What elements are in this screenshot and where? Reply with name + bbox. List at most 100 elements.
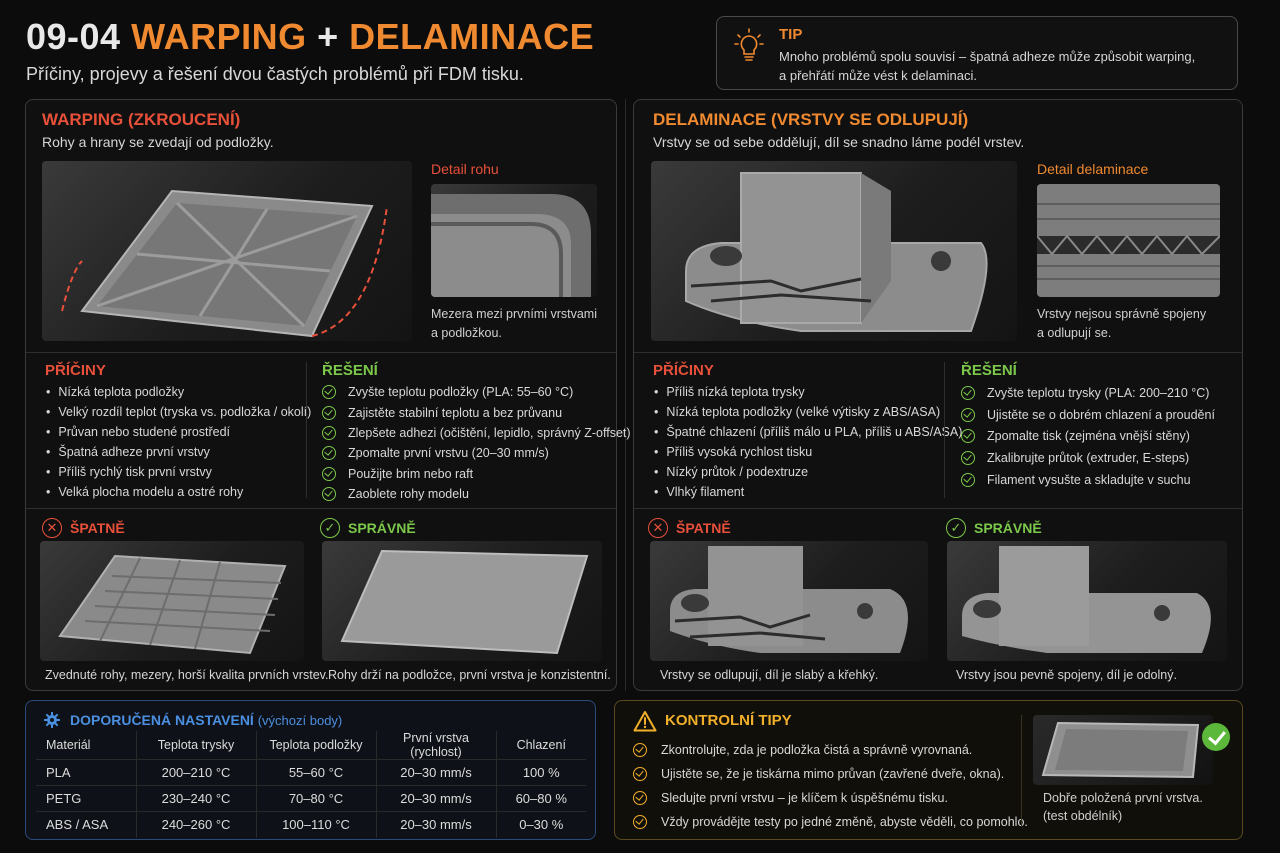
- list-item-text: Použijte brim nebo raft: [348, 466, 474, 481]
- check-icon: [322, 385, 336, 400]
- delamination-good-photo: [947, 541, 1227, 661]
- check-icon: [633, 743, 647, 757]
- delamination-detail-photo: [1037, 184, 1220, 297]
- table-cell: 240–260 °C: [135, 811, 256, 838]
- delamination-good-caption: Vrstvy jsou pevně spojeny, díl je odolný…: [956, 668, 1177, 682]
- list-item: Zvyšte teplotu trysky (PLA: 200–210 °C): [961, 382, 1215, 404]
- first-layer-caption-line-2: (test obdélník): [1043, 809, 1123, 823]
- cross-icon: ✕: [648, 518, 668, 538]
- title-topic-a: WARPING: [131, 16, 307, 57]
- check-icon: [633, 791, 647, 805]
- table-cell: ABS / ASA: [46, 817, 109, 833]
- warping-detail-title: Detail rohu: [431, 161, 499, 177]
- warping-divider-2: [26, 508, 616, 509]
- list-item: Vždy provádějte testy po jedné změně, ab…: [633, 810, 1028, 834]
- list-item-text: Zpomalte první vrstvu (20–30 mm/s): [348, 446, 549, 461]
- check-icon: [322, 405, 336, 420]
- table-row: PETG 230–240 °C 70–80 °C 20–30 mm/s 60–8…: [36, 785, 586, 812]
- list-item: Velká plocha modelu a ostré rohy: [46, 482, 311, 502]
- check-icon: [322, 446, 336, 461]
- warping-solutions-title: ŘEŠENÍ: [322, 362, 378, 379]
- list-item-text: Ujistěte se, že je tiskárna mimo průvan …: [661, 767, 1005, 781]
- warping-causes-title: PŘÍČINY: [45, 362, 106, 379]
- list-item: Použijte brim nebo raft: [322, 464, 631, 484]
- delamination-bad-caption: Vrstvy se odlupují, díl je slabý a křehk…: [660, 668, 879, 682]
- title-topic-b: DELAMINACE: [349, 16, 595, 57]
- list-item-text: Zaoblete rohy modelu: [348, 487, 469, 502]
- list-item: Zvyšte teplotu podložky (PLA: 55–60 °C): [322, 382, 631, 402]
- table-cell: 70–80 °C: [255, 785, 376, 812]
- settings-table: Materiál Teplota trysky Teplota podložky…: [36, 731, 586, 838]
- warping-description: Rohy a hrany se zvedají od podložky.: [42, 134, 274, 150]
- list-item: Příliš nízká teplota trysky: [654, 382, 962, 402]
- list-item-text: Zvyšte teplotu podložky (PLA: 55–60 °C): [348, 385, 574, 400]
- list-item: Zlepšete adhezi (očištění, lepidlo, sprá…: [322, 423, 631, 443]
- warping-good-caption: Rohy drží na podložce, první vrstva je k…: [328, 668, 611, 682]
- table-cell: 0–30 %: [495, 811, 586, 838]
- list-item: Příliš rychlý tisk první vrstvy: [46, 462, 311, 482]
- table-cell: 55–60 °C: [255, 759, 376, 786]
- check-icon: [322, 466, 336, 481]
- delamination-panel: DELAMINACE (VRSTVY SE ODLUPUJÍ) Vrstvy s…: [633, 99, 1243, 691]
- list-item: Nízká teplota podložky: [46, 382, 311, 402]
- list-item: Ujistěte se, že je tiskárna mimo průvan …: [633, 762, 1028, 786]
- warping-good-label: SPRÁVNĚ: [348, 520, 416, 536]
- table-cell: 20–30 mm/s: [375, 759, 496, 786]
- list-item: Nízká teplota podložky (velké výtisky z …: [654, 402, 962, 422]
- warping-detail-caption-line-1: Mezera mezi prvními vrstvami: [431, 307, 597, 321]
- table-header: První vrstva (rychlost): [375, 731, 496, 760]
- list-item-text: Filament vysušte a skladujte v suchu: [987, 473, 1191, 488]
- warping-bad-label: ŠPATNĚ: [70, 520, 125, 536]
- warping-panel: WARPING (ZKROUCENÍ) Rohy a hrany se zved…: [25, 99, 631, 691]
- title-code: 09-04: [26, 16, 121, 57]
- table-header-row: Materiál Teplota trysky Teplota podložky…: [36, 731, 586, 760]
- table-cell: 200–210 °C: [135, 759, 256, 786]
- list-item: Zpomalte tisk (zejména vnější stěny): [961, 426, 1215, 448]
- list-item-text: Vždy provádějte testy po jedné změně, ab…: [661, 815, 1028, 829]
- settings-subtitle: (výchozí body): [257, 713, 343, 728]
- table-cell: 100 %: [495, 759, 586, 786]
- table-header: Chlazení: [495, 731, 586, 760]
- warping-detail-photo: [431, 184, 597, 297]
- warping-detail-caption: Mezera mezi prvními vrstvami a podložkou…: [431, 305, 597, 343]
- delamination-column-divider: [944, 362, 945, 498]
- delamination-bad-badge: ✕ ŠPATNĚ: [648, 518, 731, 538]
- list-item: Nízký průtok / podextruze: [654, 462, 962, 482]
- warping-title: WARPING (ZKROUCENÍ): [42, 110, 241, 129]
- check-icon: [961, 451, 975, 466]
- tip-line-2: a přehřátí může vést k delaminaci.: [779, 68, 977, 83]
- delamination-bad-label: ŠPATNĚ: [676, 520, 731, 536]
- warning-icon: [633, 711, 657, 732]
- list-item: Zajistěte stabilní teplotu a bez průvanu: [322, 402, 631, 422]
- list-item: Špatné chlazení (příliš málo u PLA, příl…: [654, 422, 962, 442]
- first-layer-caption: Dobře položená první vrstva. (test obdél…: [1043, 789, 1203, 825]
- delamination-detail-title: Detail delaminace: [1037, 161, 1149, 177]
- warping-bad-caption: Zvednuté rohy, mezery, horší kvalita prv…: [45, 668, 329, 682]
- list-item: Příliš vysoká rychlost tisku: [654, 442, 962, 462]
- delamination-detail-caption-line-2: a odlupují se.: [1037, 326, 1112, 340]
- checklist-divider: [1021, 715, 1022, 827]
- warping-column-divider: [306, 362, 307, 498]
- table-cell: 60–80 %: [495, 785, 586, 812]
- check-icon: [633, 767, 647, 781]
- list-item: Filament vysušte a skladujte v suchu: [961, 469, 1215, 491]
- list-item-text: Zvyšte teplotu trysky (PLA: 200–210 °C): [987, 385, 1210, 400]
- checklist-title: KONTROLNÍ TIPY: [665, 712, 792, 729]
- settings-title: DOPORUČENÁ NASTAVENÍ (výchozí body): [70, 712, 342, 728]
- delamination-detail-caption: Vrstvy nejsou správně spojeny a odlupují…: [1037, 305, 1206, 343]
- warping-divider-1: [26, 352, 616, 353]
- table-cell: PETG: [36, 785, 136, 812]
- check-icon: ✓: [320, 518, 340, 538]
- delamination-description: Vrstvy se od sebe oddělují, díl se snadn…: [653, 134, 1025, 150]
- checklist-panel: KONTROLNÍ TIPY Zkontrolujte, zda je podl…: [614, 700, 1243, 840]
- warping-detail-caption-line-2: a podložkou.: [431, 326, 502, 340]
- warping-good-badge: ✓ SPRÁVNĚ: [320, 518, 416, 538]
- tip-box: TIP Mnoho problémů spolu souvisí – špatn…: [716, 16, 1238, 90]
- list-item: Zkalibrujte průtok (extruder, E-steps): [961, 447, 1215, 469]
- list-item: Sledujte první vrstvu – je klíčem k úspě…: [633, 786, 1028, 810]
- table-header: Teplota trysky: [135, 731, 256, 760]
- list-item-text: Zpomalte tisk (zejména vnější stěny): [987, 429, 1190, 444]
- table-row: ABS / ASA 240–260 °C 100–110 °C 20–30 mm…: [36, 811, 586, 838]
- tip-text: Mnoho problémů spolu souvisí – špatná ad…: [779, 47, 1219, 85]
- warping-causes-list: Nízká teplota podložky Velký rozdíl tepl…: [46, 382, 311, 502]
